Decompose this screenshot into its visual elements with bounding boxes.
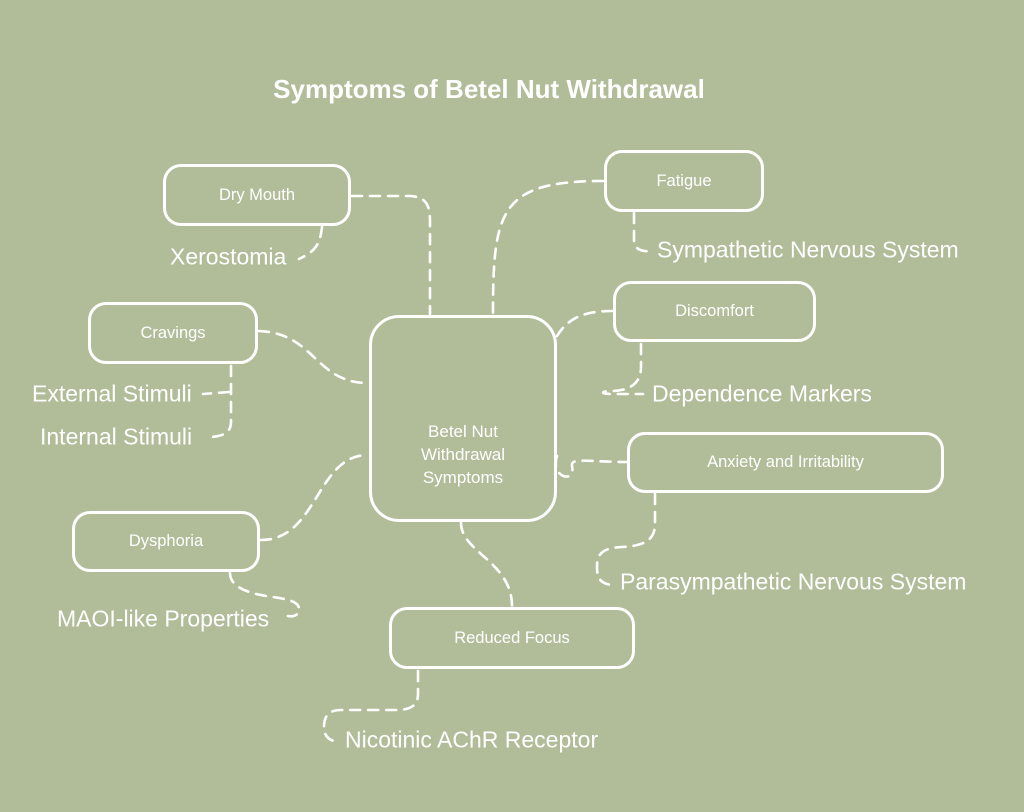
edge-dysphoria-maoi [228, 571, 301, 618]
edge-fatigue-sympathetic [632, 211, 654, 253]
node-dysphoria: Dysphoria [72, 511, 260, 572]
edge-discomfort-dependence [601, 342, 645, 396]
node-label: Dry Mouth [218, 185, 296, 204]
edge-cravings-internal [209, 364, 233, 439]
node-fatigue: Fatigue [604, 150, 764, 212]
edge-anxiety-parasympathetic [595, 492, 657, 587]
edge-central-fatigue [491, 179, 605, 316]
edge-dysphoria-central [259, 453, 370, 542]
edge-central-reduced-focus [459, 521, 514, 608]
node-label: Reduced Focus [454, 628, 570, 647]
edge-dry-mouth-xerostomia [297, 225, 324, 261]
annotation-parasympathetic-nervous-system: Parasympathetic Nervous System [620, 568, 967, 595]
edge-cravings-external [201, 390, 231, 396]
node-label: Fatigue [656, 171, 712, 190]
edge-central-anxiety [554, 454, 628, 478]
annotation-external-stimuli: External Stimuli [32, 380, 192, 407]
node-label: Cravings [140, 323, 206, 342]
node-label: Dysphoria [128, 532, 204, 550]
node-anxiety-and-irritability: Anxiety and Irritability [627, 432, 944, 493]
node-cravings: Cravings [88, 302, 258, 364]
node-discomfort: Discomfort [613, 281, 816, 342]
annotation-internal-stimuli: Internal Stimuli [40, 423, 193, 450]
annotation-dependence-markers: Dependence Markers [652, 380, 872, 407]
node-betel-nut-withdrawal-symptoms: Betel Nut Withdrawal Symptoms [369, 315, 557, 522]
central-node-label: Betel Nut Withdrawal Symptoms [420, 422, 506, 487]
edge-central-discomfort [555, 309, 614, 338]
edge-dry-mouth-central [350, 194, 432, 316]
edge-reduced-focus-nicotinic [322, 669, 420, 744]
node-dry-mouth: Dry Mouth [163, 164, 351, 226]
annotation-sympathetic-nervous-system: Sympathetic Nervous System [657, 236, 959, 263]
diagram-title: Symptoms of Betel Nut Withdrawal [273, 74, 705, 104]
node-label: Anxiety and Irritability [707, 453, 864, 471]
annotation-nicotinic-achr-receptor: Nicotinic AChR Receptor [345, 726, 599, 753]
annotation-xerostomia: Xerostomia [170, 243, 287, 270]
edge-cravings-central [257, 329, 370, 385]
node-label: Discomfort [675, 302, 754, 320]
annotation-maoi-like-properties: MAOI-like Properties [57, 605, 270, 632]
node-reduced-focus: Reduced Focus [389, 607, 635, 669]
